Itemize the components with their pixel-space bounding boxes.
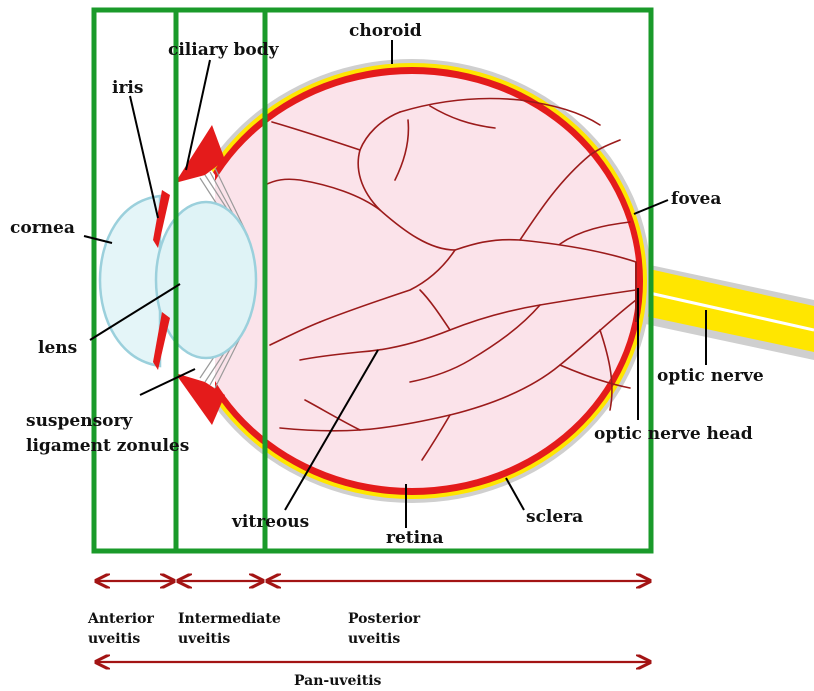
label-retina: retina	[386, 528, 443, 548]
label-sclera: sclera	[526, 507, 583, 527]
label-pan-uveitis: Pan-uveitis	[294, 673, 382, 689]
optic-nerve-shape	[636, 262, 814, 360]
label-ciliary-body: ciliary body	[168, 40, 280, 60]
label-lens: lens	[38, 338, 77, 358]
label-posterior-line2: uveitis	[348, 631, 400, 647]
label-posterior-line1: Posterior	[348, 611, 421, 627]
label-intermediate-line1: Intermediate	[178, 611, 281, 627]
label-optic-nerve: optic nerve	[657, 366, 764, 386]
label-choroid: choroid	[349, 21, 422, 41]
lens-shape	[156, 202, 256, 358]
label-anterior-line2: uveitis	[88, 631, 140, 647]
cornea-shape	[100, 196, 160, 366]
label-fovea: fovea	[671, 189, 721, 209]
label-suspensory-line2: ligament zonules	[26, 436, 189, 456]
label-iris: iris	[112, 78, 143, 98]
label-cornea: cornea	[10, 218, 75, 238]
zone-labels: Anterior uveitis Intermediate uveitis Po…	[87, 611, 421, 689]
label-suspensory-line1: suspensory	[26, 411, 133, 431]
label-intermediate-line2: uveitis	[178, 631, 230, 647]
label-vitreous: vitreous	[231, 512, 309, 532]
label-optic-nerve-head: optic nerve head	[594, 424, 753, 444]
label-anterior-line1: Anterior	[87, 611, 154, 627]
